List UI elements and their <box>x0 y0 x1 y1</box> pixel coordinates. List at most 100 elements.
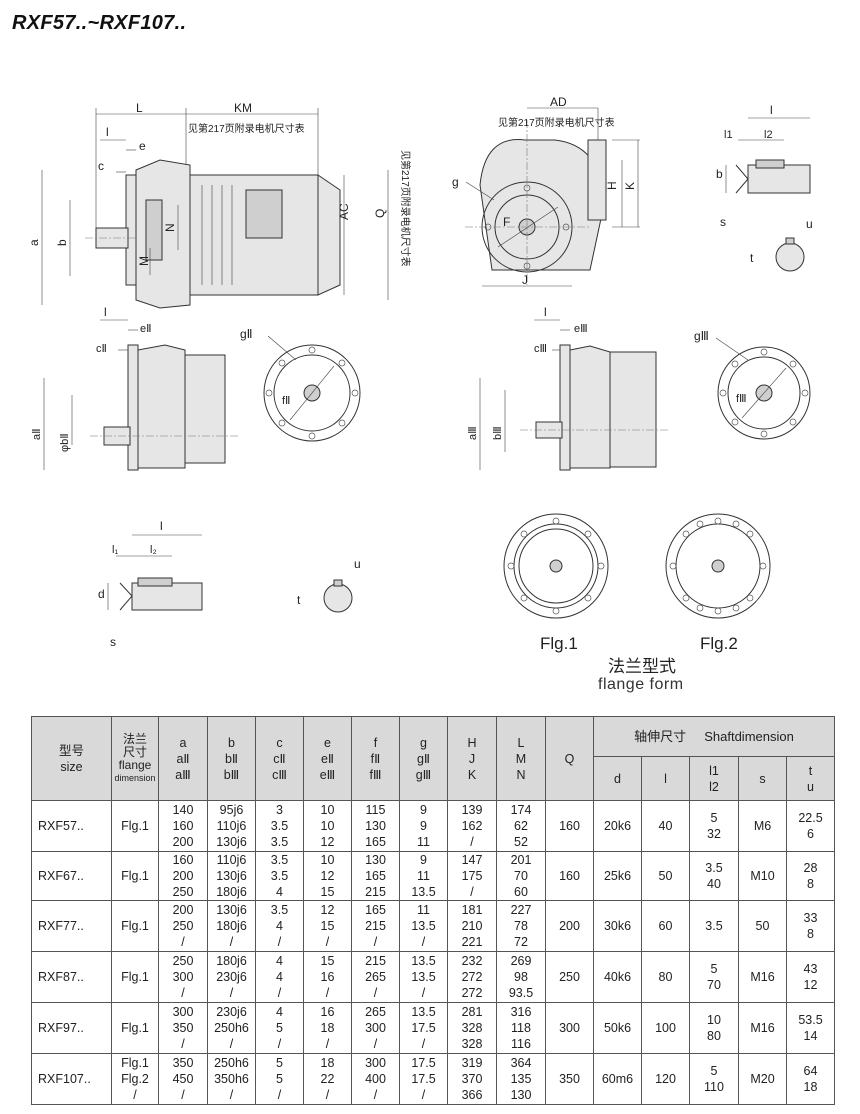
cell-size: RXF77.. <box>31 900 112 952</box>
label-c: c <box>98 159 104 173</box>
drawing-shaft-detail: l l1 l2 b s t u <box>716 103 813 272</box>
label-c-iii: cⅢ <box>534 343 547 355</box>
cell-size: RXF67.. <box>31 851 112 901</box>
cell-s: M20 <box>738 1053 787 1105</box>
label-small-s: s <box>110 635 116 649</box>
cell-q: 350 <box>545 1053 594 1105</box>
cell-q: 200 <box>545 900 594 952</box>
cell-s: M16 <box>738 1002 787 1054</box>
label-motor-note-2: 见第217页附录电机尺寸表 <box>498 116 615 129</box>
drawing-flange-iii-front: gⅢ fⅢ <box>694 329 811 440</box>
cell-l: 120 <box>641 1053 690 1105</box>
cell-l: 60 <box>641 900 690 952</box>
cell-l: 100 <box>641 1002 690 1054</box>
label-e-ii: eⅡ <box>140 323 152 335</box>
drawing-flange-iii-side: l eⅢ cⅢ aⅢ bⅢ <box>467 305 670 471</box>
label-N: N <box>163 223 177 232</box>
cell-size: RXF107.. <box>31 1053 112 1105</box>
page-title: RXF57..~RXF107.. <box>12 12 187 34</box>
label-e-iii: eⅢ <box>574 323 588 335</box>
label-b-ii: φbⅡ <box>59 433 71 452</box>
cell-s: M16 <box>738 951 787 1003</box>
label-shaft-l: l <box>770 103 773 117</box>
label-F: F <box>503 215 510 229</box>
label-l-iii: l <box>544 305 547 319</box>
cell-q: 160 <box>545 851 594 901</box>
cell-d: 20k6 <box>593 800 642 852</box>
label-J: J <box>522 273 528 287</box>
label-a: a <box>27 239 41 246</box>
cell-l: 80 <box>641 951 690 1003</box>
cell-q: 250 <box>545 951 594 1003</box>
cell-flange: Flg.1 <box>111 851 159 901</box>
label-g-iii: gⅢ <box>694 329 709 343</box>
label-small-l: l <box>160 519 163 533</box>
cell-d: 25k6 <box>593 851 642 901</box>
label-shaft-t: t <box>750 251 754 265</box>
drawing-flange-ii-side: l eⅡ cⅡ aⅡ φbⅡ <box>31 305 240 471</box>
label-Q: Q <box>373 209 387 218</box>
label-shaft-b: b <box>716 167 723 181</box>
cell-q: 160 <box>545 800 594 852</box>
drawing-front-view: AD 见第217页附录电机尺寸表 g F H K J <box>452 95 640 287</box>
cell-size: RXF97.. <box>31 1002 112 1054</box>
label-l-ii: l <box>104 305 107 319</box>
header-s: s <box>738 756 787 801</box>
label-motor-note-vertical: 见第217页附录电机尺寸表 <box>399 150 412 267</box>
label-small-l2: l₂ <box>150 544 157 556</box>
cell-d: 50k6 <box>593 1002 642 1054</box>
cell-d: 60m6 <box>593 1053 642 1105</box>
label-shaft-u: u <box>806 217 813 231</box>
label-shaft-l2: l2 <box>764 129 773 141</box>
flange-form-2-label: Flg.2 <box>700 634 738 653</box>
label-c-ii: cⅡ <box>96 343 107 355</box>
technical-drawings: L KM 见第217页附录电机尺寸表 l e c a b M N AC Q 见第… <box>27 95 813 649</box>
label-b-iii: bⅢ <box>492 426 504 440</box>
label-g: g <box>452 175 459 189</box>
cell-flange: Flg.1 <box>111 1002 159 1054</box>
